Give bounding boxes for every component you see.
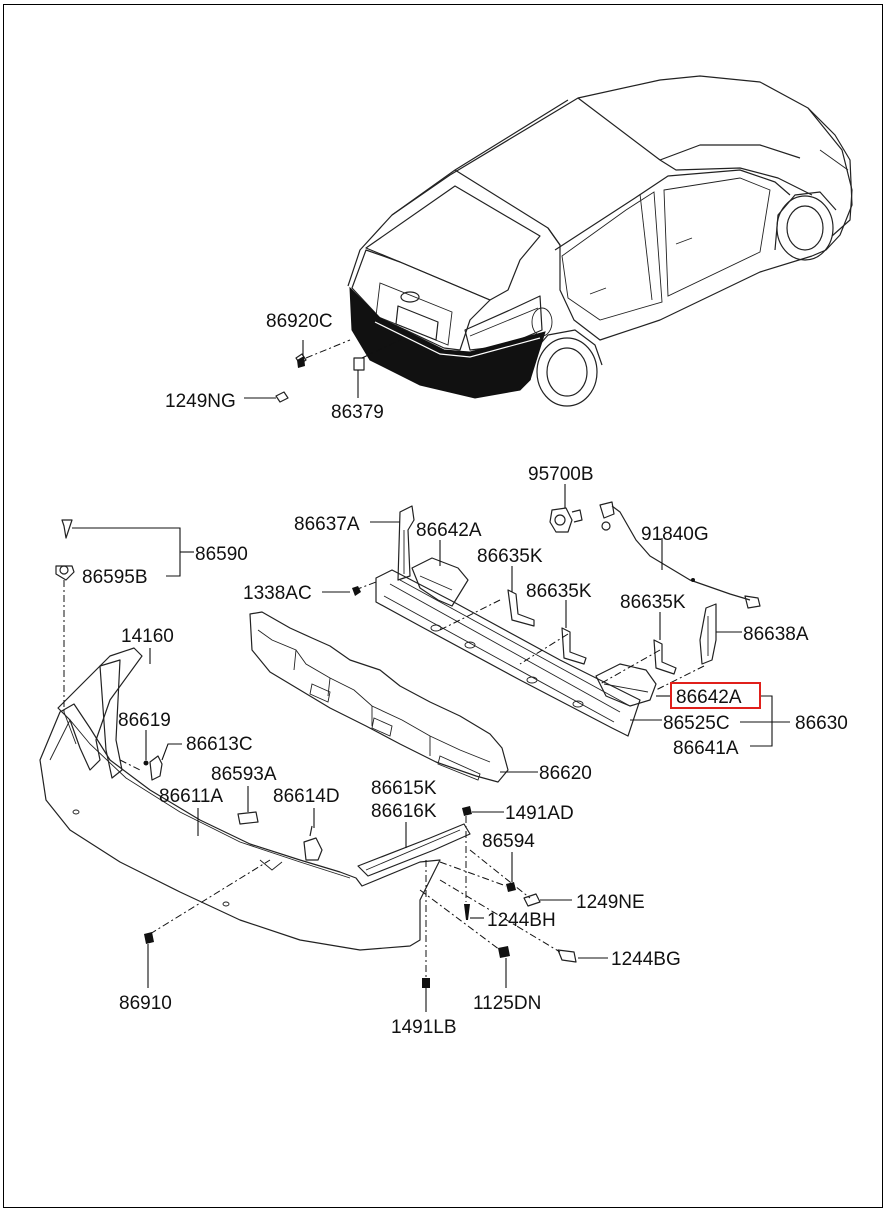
bracket-86638A-part — [699, 603, 717, 665]
clip-86635K-b-part — [561, 627, 587, 665]
bracket-86642A-lower-part — [595, 663, 657, 707]
label-86595B: 86595B — [82, 567, 148, 588]
label-1244BH: 1244BH — [487, 910, 556, 931]
label-86379: 86379 — [331, 402, 384, 423]
label-14160: 14160 — [121, 626, 174, 647]
label-86611A: 86611A — [159, 786, 223, 807]
label-1249NE: 1249NE — [576, 892, 645, 913]
clip-86635K-c-part — [653, 639, 677, 675]
diagram-frame — [3, 4, 883, 1208]
label-86614D: 86614D — [273, 786, 340, 807]
label-86594: 86594 — [482, 831, 535, 852]
bumper-beam-part — [375, 569, 641, 737]
label-86637A: 86637A — [294, 514, 360, 535]
label-86642A-upper: 86642A — [416, 520, 482, 541]
clip-86635K-a-part — [507, 589, 535, 627]
label-86613C: 86613C — [186, 734, 253, 755]
label-1338AC: 1338AC — [243, 583, 312, 604]
clip-86920C-part — [295, 339, 351, 368]
label-86638A: 86638A — [743, 624, 809, 645]
screw-1249NG-part — [275, 391, 289, 403]
bumper-cover-part — [39, 647, 471, 951]
pad-86379-part — [353, 339, 401, 371]
label-86593A: 86593A — [211, 764, 277, 785]
label-95700B: 95700B — [528, 464, 594, 485]
label-86620: 86620 — [539, 763, 592, 784]
label-86635K-1: 86635K — [477, 546, 543, 567]
label-86635K-2: 86635K — [526, 581, 592, 602]
assembly-lines — [119, 581, 705, 978]
harness-91840G-part — [599, 501, 761, 609]
label-1249NG: 1249NG — [165, 391, 236, 412]
highlight-box-86642A — [670, 682, 761, 709]
label-86630: 86630 — [795, 713, 848, 734]
label-1244BG: 1244BG — [611, 949, 681, 970]
label-91840G: 91840G — [641, 524, 709, 545]
label-1491AD: 1491AD — [505, 803, 574, 824]
label-86590: 86590 — [195, 544, 248, 565]
label-86910: 86910 — [119, 993, 172, 1014]
label-86641A: 86641A — [673, 738, 739, 759]
label-86615K: 86615K — [371, 778, 437, 799]
label-86635K-3: 86635K — [620, 592, 686, 613]
car-illustration — [347, 75, 853, 407]
nut-1338AC-part — [352, 586, 361, 596]
bracket-86642A-upper-part — [411, 557, 469, 607]
label-1491LB: 1491LB — [391, 1017, 457, 1038]
bracket-86637A-part — [397, 505, 415, 581]
sensor-95700B-part — [549, 507, 583, 533]
leader-lines — [72, 340, 790, 1012]
label-86642A-highlighted: 86642A — [676, 687, 742, 708]
label-86619: 86619 — [118, 710, 171, 731]
label-86616K: 86616K — [371, 801, 437, 822]
label-1125DN: 1125DN — [473, 993, 541, 1014]
label-86525C: 86525C — [663, 713, 730, 734]
absorber-86620-part — [249, 611, 509, 783]
label-86920C: 86920C — [266, 311, 333, 332]
